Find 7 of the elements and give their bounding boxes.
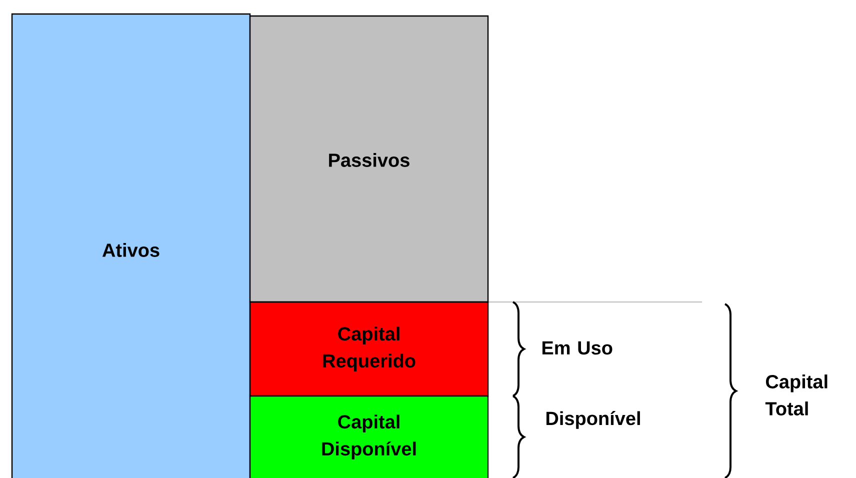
brace-label: Disponível — [546, 411, 640, 429]
block: Ativos — [11, 13, 251, 478]
brace-label: Capital Total — [765, 374, 828, 416]
block: Capital Requerido — [249, 301, 489, 397]
block: Passivos — [249, 15, 489, 303]
block: Capital Disponível — [249, 395, 489, 478]
brace-label: Em Uso — [542, 341, 612, 355]
